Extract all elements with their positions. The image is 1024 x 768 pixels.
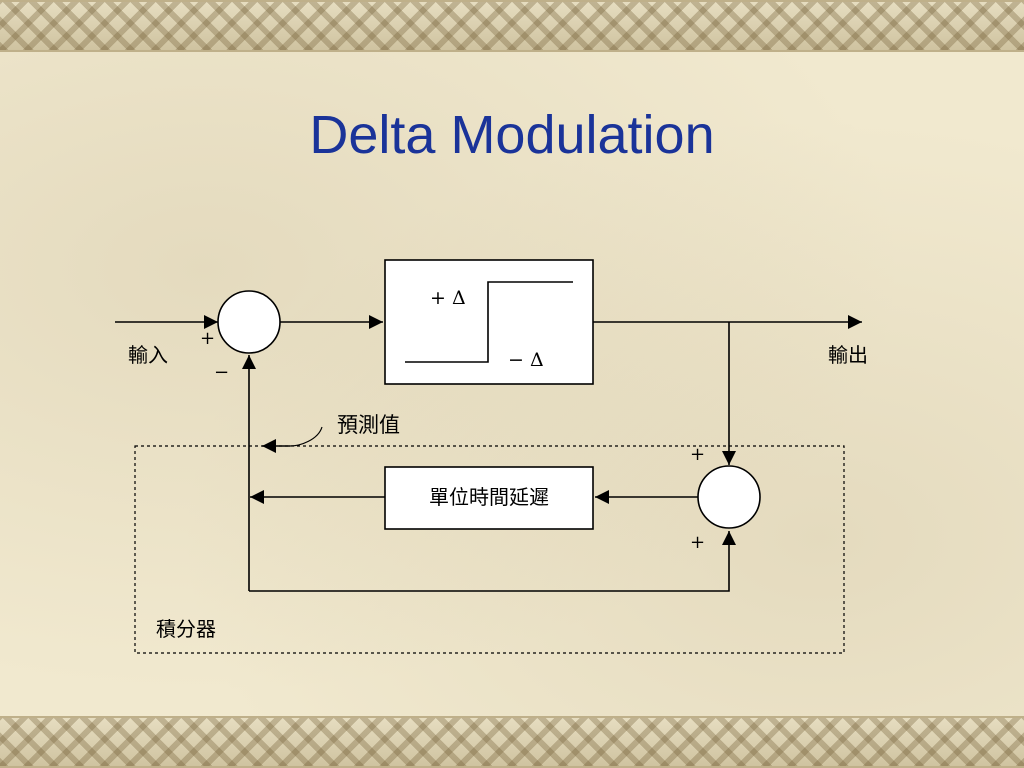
quantizer-block — [384, 259, 594, 385]
quantizer-plus-delta-label: + Δ — [430, 287, 466, 309]
sum1-minus-sign: − — [214, 362, 229, 383]
unit-delay-block — [384, 466, 594, 530]
quantizer-minus-delta-label: − Δ — [508, 349, 544, 371]
integrator-boundary — [134, 445, 845, 654]
delay-block-label: 單位時間延遲 — [429, 485, 549, 509]
integrator-loop — [249, 531, 736, 592]
quantizer-step-curve — [405, 281, 573, 363]
summing-junction-1 — [217, 290, 281, 354]
summing-junction-2 — [697, 465, 761, 529]
prediction-label: 預測值 — [337, 413, 400, 437]
decorative-bottom-border — [0, 716, 1024, 768]
slide-title: Delta Modulation — [309, 105, 715, 165]
input-label: 輸入 — [128, 343, 168, 367]
prediction-label-leader — [289, 426, 323, 447]
sum1-plus-sign: + — [200, 328, 215, 349]
output-label: 輸出 — [828, 343, 868, 367]
decorative-top-border — [0, 0, 1024, 52]
sum2-plus-top-sign: + — [690, 444, 705, 465]
sum2-plus-bottom-sign: + — [690, 532, 705, 553]
integrator-label: 積分器 — [156, 617, 216, 641]
